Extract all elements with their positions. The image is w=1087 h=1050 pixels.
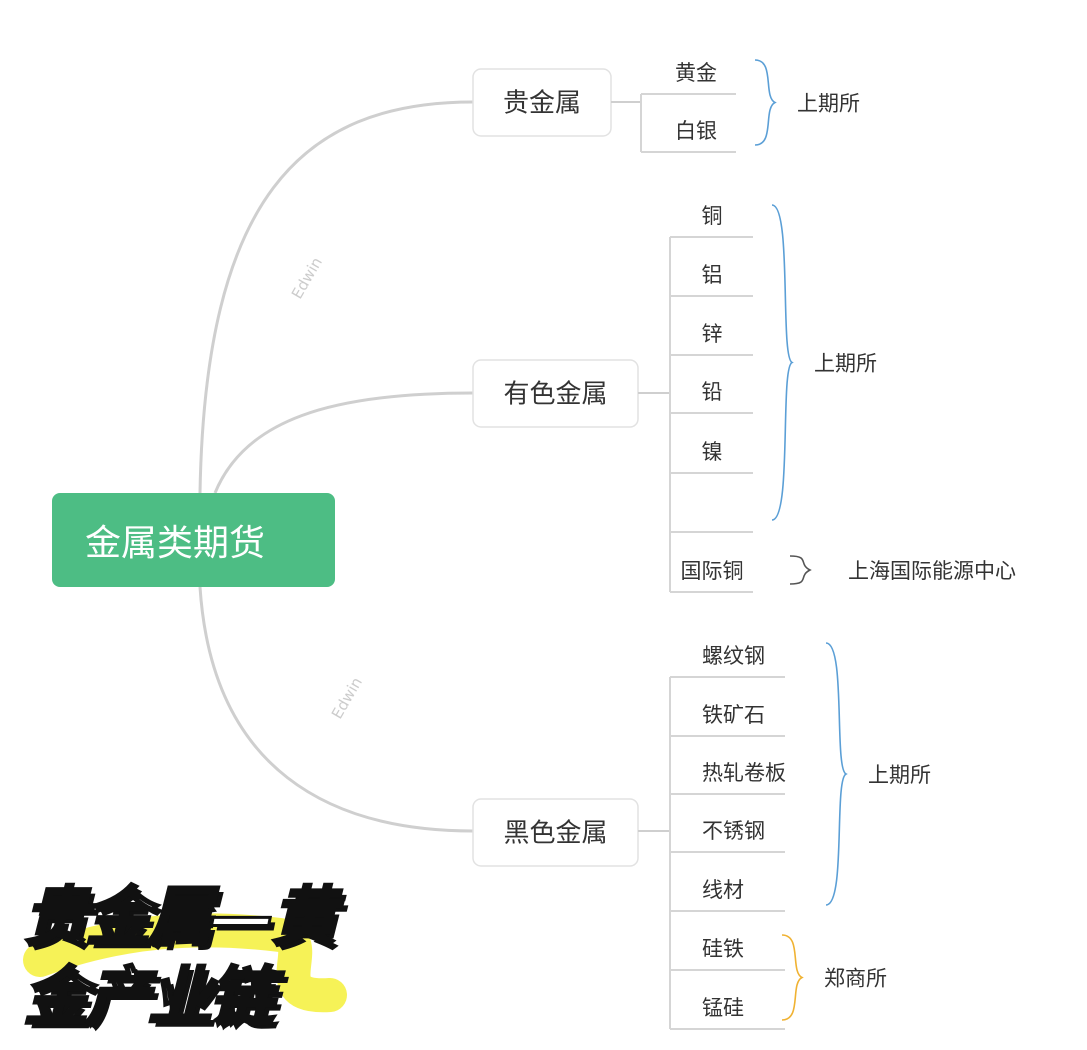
branch-connector [213, 391, 474, 494]
exchange-label[interactable]: 上期所 [868, 763, 931, 787]
leaf-item[interactable]: 国际铜 [681, 559, 744, 583]
leaf-item[interactable]: 硅铁 [702, 937, 744, 961]
leaf-item[interactable]: 线材 [702, 878, 744, 902]
branch-connector [198, 586, 474, 833]
leaf-item[interactable]: 锌 [702, 322, 723, 346]
watermark[interactable]: Edwin [288, 254, 326, 302]
exchange-label[interactable]: 上期所 [814, 352, 877, 376]
leaf-item[interactable]: 热轧卷板 [702, 761, 786, 785]
branch-node[interactable] [472, 798, 639, 867]
watermark[interactable]: Edwin [328, 674, 366, 722]
leaf-item[interactable]: 铅 [702, 380, 723, 404]
brace-icon [754, 59, 777, 146]
branch-label[interactable]: 有色金属 [503, 380, 607, 410]
exchange-label[interactable]: 上海国际能源中心 [848, 559, 1016, 583]
leaf-item[interactable]: 铜 [702, 204, 723, 228]
exchange-label[interactable]: 郑商所 [824, 967, 887, 991]
leaf-item[interactable]: 铝 [702, 263, 723, 287]
leaf-item[interactable]: 不锈钢 [702, 819, 765, 843]
brace-icon [825, 642, 848, 906]
branch-connector [198, 100, 474, 494]
exchange-label[interactable]: 上期所 [797, 92, 860, 116]
highlighter-stroke [23, 913, 347, 1013]
branch-label[interactable]: 黑色金属 [503, 819, 607, 849]
overlay-title: 贵金属—黄金产业链 [23, 880, 338, 1037]
root-node[interactable] [52, 493, 335, 587]
leaf-item[interactable]: 锰硅 [702, 996, 744, 1020]
brace-icon [771, 204, 794, 521]
brace-icon [781, 934, 804, 1021]
leaf-item[interactable]: 螺纹钢 [702, 644, 765, 668]
leaf-item[interactable]: 镍 [702, 440, 723, 464]
leaf-item[interactable]: 黄金 [675, 61, 717, 85]
root-label[interactable]: 金属类期货 [85, 523, 265, 564]
brace-icon [789, 555, 812, 585]
leaf-item[interactable]: 铁矿石 [702, 703, 765, 727]
branch-label[interactable]: 贵金属 [503, 89, 581, 119]
leaf-item[interactable]: 白银 [675, 119, 717, 143]
